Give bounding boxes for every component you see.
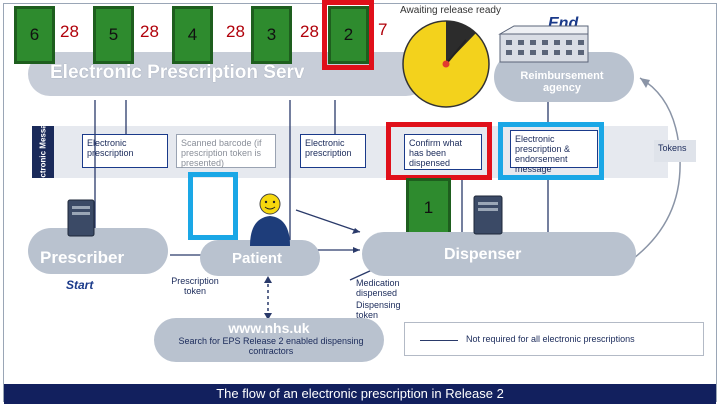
patient-label: Patient (232, 250, 283, 267)
prescriber-pill (28, 228, 168, 274)
medication-dispensed-label: Medication dispensed (356, 278, 400, 298)
slot-scanned-barcode: Scanned barcode (if prescription token i… (176, 134, 276, 168)
tile-2-count: 7 (378, 20, 388, 39)
tile-4-count: 28 (226, 22, 245, 41)
tile-4-label: 4 (187, 25, 198, 44)
tile-6[interactable]: 6 (14, 6, 55, 64)
tile-2-highlight (322, 0, 374, 70)
slot-confirm-dispensed: Confirm what has been dispensed (404, 134, 482, 170)
tile-2[interactable]: 2 (328, 6, 369, 64)
dispensing-token-label: Dispensing token (356, 300, 401, 320)
tile-2-label: 2 (343, 25, 354, 44)
nhs-pill[interactable] (154, 318, 384, 362)
footer-caption: The flow of an electronic prescription i… (216, 386, 504, 401)
tile-1-label: 1 (423, 198, 434, 217)
footer-bar (4, 384, 716, 404)
prescription-token-label: Prescription token (171, 276, 219, 296)
tile-3[interactable]: 3 (251, 6, 292, 64)
slot-endorsement-message: Electronic prescription & endorsement me… (510, 130, 598, 174)
tile-5-count: 28 (140, 22, 159, 41)
nhs-title: www.nhs.uk (228, 320, 310, 336)
dispenser-label: Dispenser (444, 246, 522, 263)
legend-text: Not required for all electronic prescrip… (466, 334, 635, 344)
eps-header-title: Electronic Prescription Serv (50, 62, 305, 83)
endorsement-blue-highlight (498, 122, 604, 180)
reimbursement-label: Reimbursement agency (520, 70, 604, 94)
tile-5-label: 5 (108, 25, 119, 44)
dispenser-pill (362, 232, 636, 276)
tile-4[interactable]: 4 (172, 6, 213, 64)
tile-6-count: 28 (60, 22, 79, 41)
tile-6-label: 6 (29, 25, 40, 44)
legend-box (404, 322, 704, 356)
legend-line (420, 340, 458, 341)
tile-3-count: 28 (300, 22, 319, 41)
start-label: Start (66, 278, 94, 292)
nhs-subtitle: Search for EPS Release 2 enabled dispens… (178, 336, 364, 356)
patient-blue-highlight (188, 172, 238, 240)
slot-electronic-prescription-1: Electronic prescription (82, 134, 168, 168)
building-icon (498, 25, 589, 63)
timer-pie (402, 20, 490, 108)
prescriber-computer-icon (67, 199, 95, 237)
tile-3-label: 3 (266, 25, 277, 44)
dispenser-computer-icon (473, 195, 503, 235)
prescriber-label: Prescriber (40, 248, 125, 267)
slot-electronic-prescription-2: Electronic prescription (300, 134, 366, 168)
timer-title: Awaiting release ready (400, 5, 501, 16)
slot-tokens: Tokens (654, 140, 696, 162)
patient-person-icon (250, 193, 290, 246)
tile-5[interactable]: 5 (93, 6, 134, 64)
confirm-red-highlight (386, 122, 492, 180)
messaging-band-label-box (32, 126, 54, 178)
